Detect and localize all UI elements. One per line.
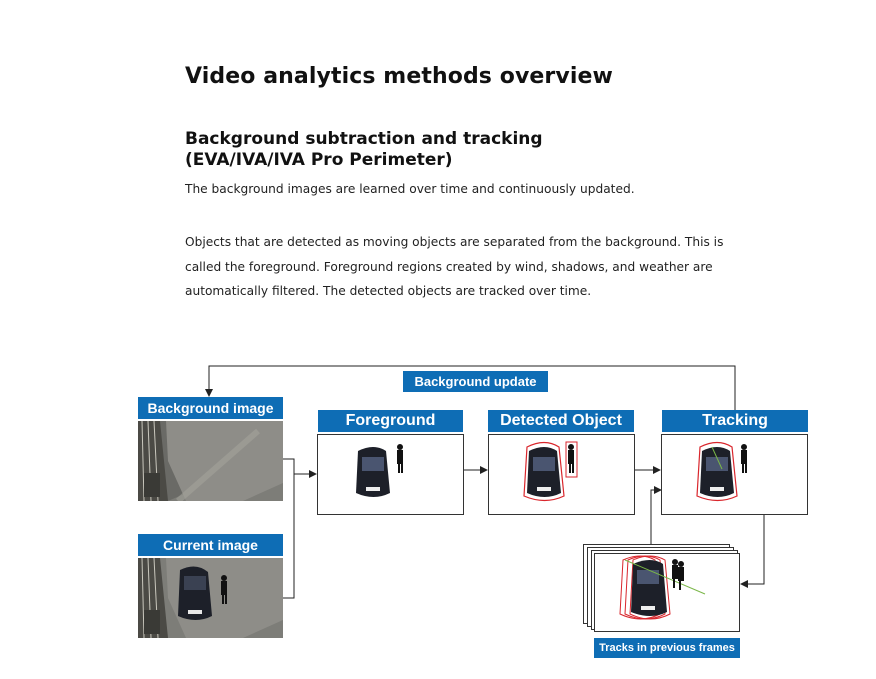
- previous-tracks: [619, 555, 706, 620]
- background-image-label: Background image: [138, 397, 283, 419]
- paragraph-background: The background images are learned over t…: [185, 182, 635, 196]
- foreground-label: Foreground: [318, 410, 463, 432]
- current-image-photo: [138, 558, 283, 638]
- paragraph-foreground: Objects that are detected as moving obje…: [185, 235, 724, 298]
- background-image-photo: [138, 421, 283, 501]
- tracks-previous-label: Tracks in previous frames: [594, 638, 740, 658]
- current-image-label: Current image: [138, 534, 283, 556]
- section-title-line2: (EVA/IVA/IVA Pro Perimeter): [185, 150, 453, 170]
- previous-frames-box: [594, 553, 740, 632]
- foreground-box: [317, 434, 464, 515]
- tracking-label: Tracking: [662, 410, 808, 432]
- section-title: Background subtraction and tracking (EVA…: [185, 129, 543, 171]
- arrow-to-previous: [740, 515, 765, 588]
- tracking-box: [661, 434, 808, 515]
- background-update-label: Background update: [403, 371, 548, 392]
- detected-object-box: [488, 434, 635, 515]
- update-loop-line: [205, 365, 736, 411]
- detected-objects: [523, 441, 578, 502]
- detected-object-label: Detected Object: [488, 410, 634, 432]
- page-title: Video analytics methods overview: [185, 64, 613, 89]
- merge-line: [283, 458, 295, 599]
- tracking-objects: [696, 441, 747, 502]
- foreground-objects: [356, 444, 403, 497]
- arrow-from-previous: [650, 486, 662, 545]
- section-title-line1: Background subtraction and tracking: [185, 129, 543, 149]
